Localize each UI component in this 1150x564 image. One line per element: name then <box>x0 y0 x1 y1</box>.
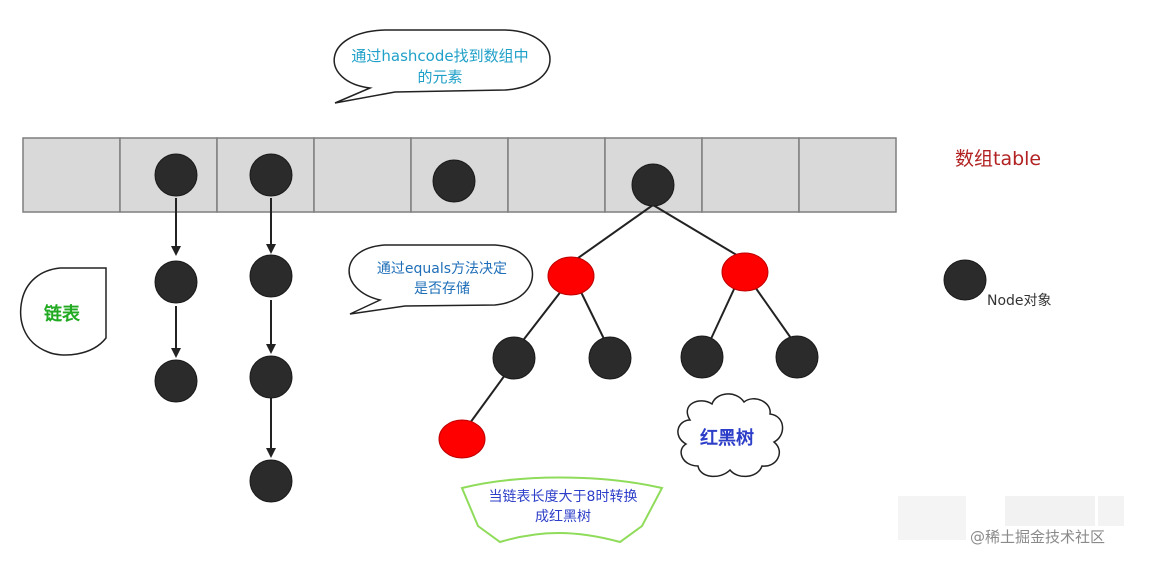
array-table <box>22 137 897 213</box>
tree-edge <box>652 204 746 261</box>
list-node <box>249 459 293 503</box>
bucket-node <box>154 153 198 197</box>
watermark: @稀土掘金技术社区 <box>898 496 1124 546</box>
linked-list-label: 链表 <box>44 303 81 325</box>
equals-callout-line1: 通过equals方法决定 <box>377 261 507 277</box>
node-legend: Node对象 <box>943 259 1052 309</box>
watermark-text: @稀土掘金技术社区 <box>970 528 1105 546</box>
treeify-callout: 当链表长度大于8时转换 成红黑树 <box>460 476 664 544</box>
array-cell <box>313 137 412 213</box>
tree-edge <box>709 286 736 342</box>
list-node <box>249 355 293 399</box>
node-legend-label: Node对象 <box>987 293 1052 309</box>
tree-edge <box>754 286 794 342</box>
list-node <box>249 254 293 298</box>
red-black-tree-nodes <box>438 252 819 459</box>
red-black-tree-label: 红黑树 <box>700 427 754 449</box>
tree-root-node <box>631 163 675 207</box>
watermark-blur <box>1005 496 1095 526</box>
red-node <box>721 252 769 292</box>
hashcode-callout-line2: 的元素 <box>417 68 462 86</box>
watermark-blur <box>898 496 966 540</box>
treeify-callout-line1: 当链表长度大于8时转换 <box>489 488 638 505</box>
watermark-blur <box>1098 496 1124 526</box>
list-node <box>154 260 198 304</box>
tree-edge <box>579 289 607 344</box>
array-cell <box>22 137 121 213</box>
linked-list-label-shape: 链表 <box>19 267 107 356</box>
tree-node <box>680 335 724 379</box>
tree-edge <box>520 289 563 344</box>
tree-node <box>492 336 536 380</box>
linked-list-edges <box>171 198 276 458</box>
hashcode-callout-line1: 通过hashcode找到数组中 <box>351 47 528 65</box>
linked-list-nodes <box>154 254 293 503</box>
tree-edge <box>570 204 654 264</box>
array-cell <box>701 137 800 213</box>
legend-node-icon <box>943 259 987 301</box>
bucket-nodes <box>154 153 675 207</box>
array-cell <box>798 137 897 213</box>
bucket-node <box>432 159 476 203</box>
tree-node <box>588 336 632 380</box>
red-node <box>438 419 486 459</box>
red-black-tree-cloud: 红黑树 <box>677 393 784 478</box>
red-node <box>547 256 595 296</box>
tree-node <box>775 335 819 379</box>
treeify-callout-line2: 成红黑树 <box>535 509 591 525</box>
equals-callout-line2: 是否存储 <box>414 281 470 297</box>
tree-edges <box>469 204 794 424</box>
list-node <box>154 359 198 403</box>
array-cell <box>507 137 606 213</box>
hashcode-callout: 通过hashcode找到数组中 的元素 <box>333 29 551 104</box>
equals-callout: 通过equals方法决定 是否存储 <box>348 244 534 315</box>
tree-edge <box>469 374 506 424</box>
array-table-label: 数组table <box>955 148 1041 170</box>
bucket-node <box>249 153 293 197</box>
